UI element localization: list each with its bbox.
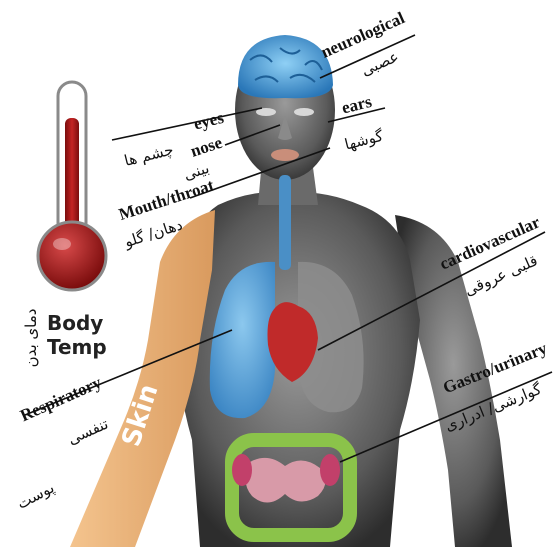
kidney-right	[320, 454, 340, 486]
body-temp-persian: دمای بدن	[22, 309, 40, 368]
nose-label: nose	[188, 133, 225, 161]
thermometer-bulb	[38, 222, 106, 290]
body-temp-title-1: Body	[47, 311, 103, 335]
kidney-left	[232, 454, 252, 486]
respiratory-label: Respiratory	[17, 372, 105, 425]
trachea	[279, 175, 291, 270]
right-eye	[294, 108, 314, 116]
ears-label: ears	[340, 92, 374, 118]
eyes-label: eyes	[192, 108, 226, 134]
eyes-persian: چشم ها	[122, 140, 175, 170]
respiratory-persian: تنفسی	[65, 415, 111, 449]
bulb-highlight	[53, 238, 71, 250]
ears-persian: گوشها	[343, 126, 386, 153]
mouth-shape	[271, 149, 299, 161]
body-figure	[70, 35, 512, 547]
neurological-persian: عصبی	[358, 47, 401, 79]
body-temp-title-2: Temp	[47, 335, 107, 359]
skin-persian-label: پوست	[14, 478, 58, 513]
thermometer	[38, 82, 106, 290]
